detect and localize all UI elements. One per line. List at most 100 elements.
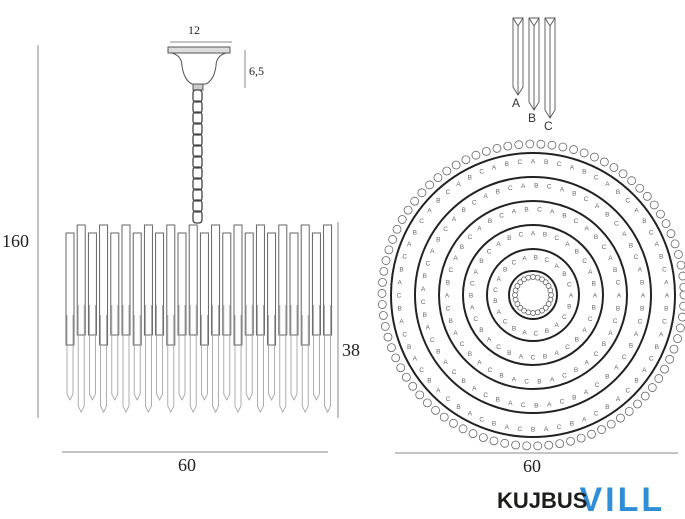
ring-crystal-letter: C xyxy=(594,351,599,358)
ring-crystal-letter: C xyxy=(493,287,498,294)
crystal-rod-lower xyxy=(77,305,85,413)
ring-crystal-letter: C xyxy=(554,235,559,242)
crystal-rod-upper xyxy=(255,224,265,336)
crystal-rod-lower xyxy=(268,315,275,401)
ring-crystal-letter: A xyxy=(584,360,589,367)
outer-bead xyxy=(397,215,407,224)
outer-bead xyxy=(679,282,685,292)
outer-bead xyxy=(555,439,565,449)
ring-crystal-letter: C xyxy=(519,232,524,239)
outer-bead xyxy=(384,245,394,255)
ring-crystal-letter: A xyxy=(634,207,639,214)
ring-crystal-letter: B xyxy=(572,191,576,198)
outer-bead xyxy=(666,229,676,238)
ring-crystal-letter: B xyxy=(629,343,633,350)
ring-crystal-letter: B xyxy=(407,344,411,351)
ring-crystal-letter: C xyxy=(430,337,435,344)
outer-bead xyxy=(492,143,502,153)
ring-crystal-letter: C xyxy=(562,314,567,321)
crystal-rod-lower xyxy=(324,305,331,413)
ring-crystal-letter: A xyxy=(638,267,643,274)
ring-crystal-letter: C xyxy=(588,316,593,323)
outer-bead xyxy=(514,140,524,150)
outer-bead xyxy=(547,140,557,150)
crystal-rod-lower xyxy=(100,315,107,413)
ring-crystal-letter: B xyxy=(570,421,574,428)
ring-crystal-letter: C xyxy=(421,299,426,306)
crystal-rod-lower xyxy=(212,305,219,413)
ring-crystal-letter: A xyxy=(477,360,482,367)
ring-crystal-letter: B xyxy=(479,258,483,265)
outer-bead xyxy=(471,150,481,160)
crystal-rod-lower xyxy=(66,315,74,401)
ring-crystal-letter: B xyxy=(659,254,663,261)
outer-bead xyxy=(415,390,425,400)
ring-crystal-letter: B xyxy=(462,207,466,214)
ring-crystal-letter: C xyxy=(594,174,599,181)
crystal-rod-lower xyxy=(145,305,152,413)
ring-crystal-letter: C xyxy=(562,373,567,380)
ring-crystal-letter: B xyxy=(436,348,440,355)
ring-crystal-letter: B xyxy=(397,306,401,313)
inner-bead xyxy=(514,283,521,289)
ring-crystal-letter: A xyxy=(608,330,613,337)
inner-bead xyxy=(517,279,524,286)
ring-crystal-letter: C xyxy=(638,318,643,325)
ring-crystal-letter: A xyxy=(452,216,457,223)
ring-crystal-letter: C xyxy=(499,212,504,219)
ring-crystal-letter: C xyxy=(470,280,475,287)
ring-crystal-letter: B xyxy=(543,232,547,239)
ring-crystal-letter: C xyxy=(622,354,627,361)
crystal-rod-lower xyxy=(201,315,208,401)
ring-crystal-letter: B xyxy=(427,378,431,385)
inner-bead xyxy=(525,274,532,281)
crystal-rod-lower xyxy=(313,305,320,401)
ring-crystal-letter: B xyxy=(534,402,538,409)
ring-crystal-letter: A xyxy=(655,241,660,248)
ring xyxy=(390,152,676,438)
outer-bead xyxy=(468,429,478,438)
outer-bead xyxy=(676,260,685,270)
ring-crystal-letter: B xyxy=(468,351,472,358)
ring-crystal-letter: A xyxy=(531,231,536,238)
inner-bead xyxy=(542,304,549,311)
ring-crystal-letter: B xyxy=(479,327,483,334)
ring-crystal-letter: A xyxy=(421,286,426,293)
ring-crystal-letter: A xyxy=(547,401,552,408)
crystal-rod-lower xyxy=(156,305,163,401)
outer-bead xyxy=(410,196,420,206)
ring-crystal-letter: A xyxy=(616,396,621,403)
crystal-rod-lower xyxy=(223,305,231,401)
crystal-rod-lower xyxy=(301,315,309,413)
outer-bead xyxy=(670,239,680,249)
ring-crystal-letter: C xyxy=(419,218,424,225)
ring-crystal-letter: A xyxy=(397,279,402,286)
crystal-rod-upper xyxy=(278,224,288,336)
outer-bead xyxy=(478,433,488,443)
ring-crystal-letter: B xyxy=(496,188,500,195)
ring-crystal-letter: B xyxy=(642,218,646,225)
crystal-rod-lower xyxy=(122,305,130,413)
ring-crystal-letter: A xyxy=(497,276,502,283)
outer-bead xyxy=(378,311,388,320)
inner-bead xyxy=(512,292,518,298)
ring-crystal-letter: B xyxy=(605,211,609,218)
ring-crystal-letter: A xyxy=(665,293,670,300)
outer-bead xyxy=(642,191,652,201)
ring-crystal-letter: C xyxy=(460,341,465,348)
outer-bead xyxy=(378,277,387,287)
ring-crystal-letter: B xyxy=(655,344,659,351)
ring-crystal-letter: A xyxy=(595,203,600,210)
ring-crystal-letter: A xyxy=(544,426,549,433)
ring-crystal-letter: B xyxy=(531,427,535,434)
outer-bead xyxy=(388,235,398,244)
ring-crystal-letter: C xyxy=(479,416,484,423)
outer-bead xyxy=(392,224,402,234)
crystal-rod-upper xyxy=(143,224,153,336)
ring-crystal-letter: B xyxy=(562,271,566,278)
crystal-rod-lower xyxy=(245,305,253,401)
ring-crystal-letter: C xyxy=(545,257,550,264)
ring-crystal-letter: B xyxy=(469,293,473,300)
ring-crystal-letter: C xyxy=(533,330,538,337)
outer-bead xyxy=(669,344,679,354)
